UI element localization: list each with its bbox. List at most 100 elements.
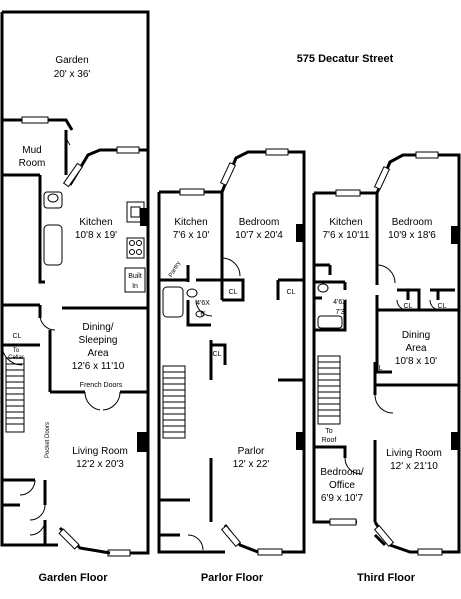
garden-outer-wall — [0, 10, 150, 547]
parlor-vestibule — [159, 498, 190, 537]
garden-label: Garden — [55, 55, 88, 66]
built-in-label-1: Built — [128, 273, 142, 280]
parlor-vestibule-arc — [187, 534, 204, 551]
garden-front-window — [107, 549, 131, 557]
parlor-closet-1 — [222, 278, 245, 302]
third-bath-label-2: 7'3 — [335, 309, 344, 316]
parlor-bay-window — [219, 162, 237, 186]
to-roof-label-1: To — [325, 428, 333, 435]
third-kitchen-dimensions: 7'6 x 10'11 — [322, 230, 369, 241]
third-kitchen-label: Kitchen — [329, 217, 362, 228]
to-cellar-label-1: To — [13, 348, 20, 354]
to-cellar-label-2: Cellar — [8, 355, 24, 361]
third-bedroom-fireplace — [451, 226, 459, 244]
garden-stairs-icon — [5, 357, 25, 433]
parlor-closet-2 — [276, 278, 304, 300]
parlor-bedroom-window — [265, 148, 289, 156]
office-label-2: Office — [329, 480, 355, 491]
garden-toilet-icon — [47, 193, 59, 203]
garden-closet-label: CL — [13, 333, 22, 340]
parlor-room-dimensions: 12' x 22' — [233, 459, 270, 470]
parlor-stairs-icon — [162, 365, 186, 439]
third-bedroom-window — [415, 151, 439, 159]
parlor-bath-label-2: 6' — [200, 311, 205, 318]
garden-fireplace — [137, 432, 148, 452]
dining-label-1: Dining/ — [82, 322, 113, 333]
third-bath-label-1: 4'6X — [333, 299, 347, 306]
garden-built-in-cabinet — [124, 267, 146, 293]
garden-bay-window — [62, 162, 84, 188]
third-closet-label-2: CL — [438, 303, 447, 310]
garden-french-door-arcs — [84, 391, 121, 411]
garden-kitchen-left — [38, 175, 45, 284]
third-closet-label-1: CL — [404, 303, 413, 310]
garden-living-dimensions: 12'2 x 20'3 — [76, 459, 124, 470]
parlor-bath-walls — [186, 265, 213, 380]
parlor-closet-label-2: CL — [287, 289, 296, 296]
third-bedroom-dimensions: 10'9 x 18'6 — [388, 230, 436, 241]
third-tub-icon — [317, 315, 343, 329]
garden-living-label: Living Room — [72, 446, 128, 457]
garden-vestibule — [2, 478, 47, 545]
parlor-floor-plan: Kitchen 7'6 x 10' Bedroom 10'7 x 20'4 Pa… — [157, 148, 306, 556]
garden-stove-icon — [126, 237, 145, 259]
pantry-label: Pantry — [168, 260, 182, 278]
parlor-front-bay-window — [220, 524, 242, 548]
parlor-bedroom-fireplace — [296, 224, 304, 242]
third-living-label: Living Room — [386, 448, 442, 459]
mud-room-label-1: Mud — [22, 145, 41, 156]
third-living-door-arc — [374, 394, 394, 414]
parlor-kitchen-window — [179, 188, 205, 196]
garden-front-bay-window — [58, 528, 80, 550]
garden-cellar-door-arc — [1, 344, 23, 366]
pocket-doors-label: Pocket Doors — [45, 422, 51, 458]
third-stairs-icon — [317, 355, 341, 425]
garden-mud-window — [21, 116, 49, 124]
third-fireplace — [451, 432, 459, 450]
parlor-bedroom-label: Bedroom — [239, 217, 280, 228]
dining-label-3: Area — [87, 348, 109, 359]
parlor-kitchen-dimensions: 7'6 x 10' — [173, 230, 210, 241]
third-office-top — [314, 445, 347, 458]
third-living-dimensions: 12' x 21'10 — [390, 461, 438, 472]
dining-dimensions: 12'6 x 11'10 — [72, 361, 125, 372]
garden-kitchen-label: Kitchen — [79, 217, 112, 228]
garden-sink-icon — [43, 191, 63, 209]
third-closets — [397, 288, 455, 310]
garden-floor-caption: Garden Floor — [38, 572, 108, 584]
third-closet-label-3: CL — [374, 365, 383, 372]
third-dining-label-2: Area — [405, 343, 427, 354]
third-bedroom-door-arc — [376, 264, 396, 284]
third-kitchen-bottom — [314, 263, 347, 290]
third-closet-door-arcs — [396, 299, 441, 311]
third-closet-dividers — [406, 290, 440, 300]
parlor-bath-label-1: 4'6X — [196, 300, 210, 307]
parlor-sink-icon — [195, 310, 205, 318]
third-bath-walls — [314, 296, 347, 332]
french-doors-label: French Doors — [80, 382, 123, 389]
garden-kitchen-dimensions: 10'8 x 19' — [75, 230, 117, 241]
third-dining-label-1: Dining — [402, 330, 430, 341]
garden-sink-counter-icon — [126, 201, 145, 223]
third-office-door-arc — [344, 457, 362, 475]
third-dining-dimensions: 10'8 x 10' — [395, 356, 437, 367]
third-floor-caption: Third Floor — [357, 572, 416, 584]
built-in-label-2: In — [132, 283, 138, 290]
dining-label-2: Sleeping — [79, 335, 118, 346]
third-front-bay-window — [373, 524, 395, 548]
garden-floor-plan: Garden 20' x 36' Mud Room Kitchen 10'8 x… — [0, 10, 150, 557]
third-toilet-icon — [317, 283, 329, 293]
garden-sink-basin-icon — [130, 206, 141, 218]
third-bay-window — [373, 166, 391, 190]
parlor-closet-3 — [211, 343, 227, 365]
office-dimensions: 6'9 x 10'7 — [321, 493, 364, 504]
third-kitchen-window — [335, 189, 361, 197]
mud-room-label-2: Room — [19, 158, 46, 169]
parlor-closet-label-3: CL — [213, 351, 222, 358]
third-front-window — [417, 548, 443, 556]
third-floor-plan: Kitchen 7'6 x 10'11 Bedroom 10'9 x 18'6 … — [312, 151, 461, 556]
parlor-kitchen-label: Kitchen — [174, 217, 207, 228]
parlor-tub-icon — [162, 286, 184, 318]
parlor-toilet-icon — [186, 288, 198, 298]
